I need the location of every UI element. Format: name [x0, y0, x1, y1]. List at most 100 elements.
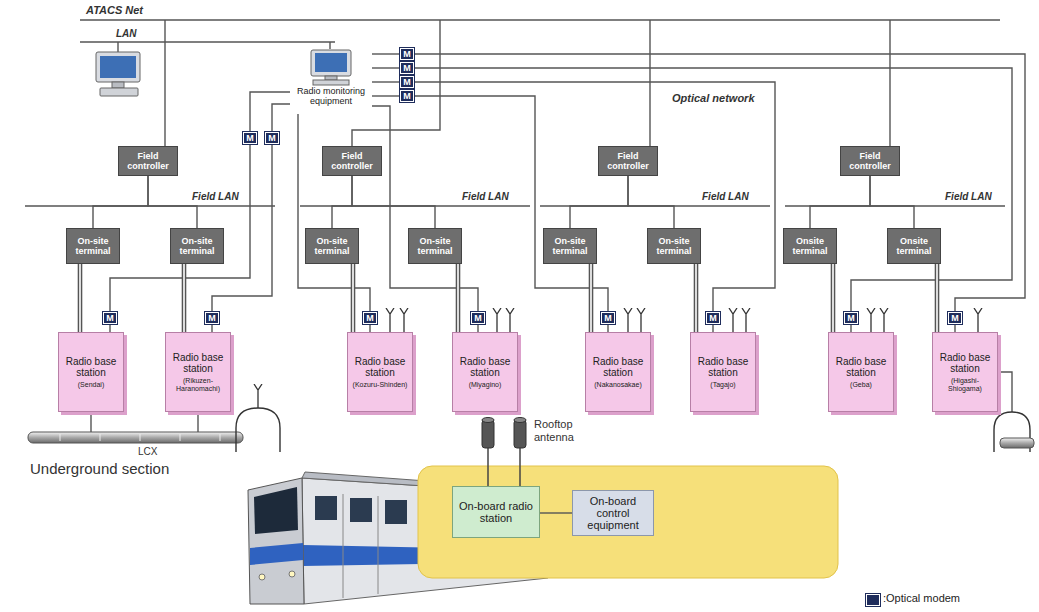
field-controller: Field controller [322, 146, 382, 176]
optical-modem: M [400, 48, 414, 60]
onsite-terminal: On-site terminal [543, 228, 597, 264]
optical-line [954, 324, 955, 332]
double-line [456, 264, 461, 332]
keyboard [313, 80, 349, 85]
node-label: M [366, 313, 374, 323]
optical-line [109, 324, 110, 332]
field-lan-line [148, 176, 197, 228]
diagram-label: LAN [116, 28, 137, 40]
double-line-core [79, 264, 81, 332]
node-label: On-site terminal [173, 236, 221, 256]
node-label: Field controller [325, 151, 379, 171]
onsite-terminal: Onsite terminal [783, 228, 837, 264]
diagram-label: Field LAN [192, 191, 239, 203]
optical-line [607, 324, 608, 332]
field-lan-line [93, 176, 148, 228]
station-name: (Kozuru-Shinden) [353, 381, 408, 389]
station-name: (Higashi-Shiogama) [936, 377, 994, 393]
optical-line [372, 67, 400, 68]
optical-line [372, 81, 400, 82]
optical-line [414, 54, 1025, 312]
onboard-control-box: On-board control equipment [572, 490, 654, 536]
rooftop-antenna [482, 418, 526, 487]
onsite-terminal: On-site terminal [408, 228, 462, 264]
double-line [694, 264, 699, 332]
diagram-label: Field LAN [462, 191, 509, 203]
onsite-terminal: On-site terminal [647, 228, 701, 264]
node-label: M [403, 77, 411, 87]
double-line-core [936, 264, 938, 332]
optical-line [712, 324, 713, 332]
node-label: Radio base station [832, 356, 890, 378]
atacs-bus [80, 19, 1000, 21]
double-line-core [352, 264, 354, 332]
optical-modem: M [471, 312, 485, 324]
node-label: M [709, 313, 717, 323]
node-label: Field controller [601, 151, 655, 171]
optical-line [372, 106, 478, 312]
diagram-label: Field LAN [945, 191, 992, 203]
node-label: Onsite terminal [890, 236, 938, 256]
monitoring-equipment: Radio monitoring equipment [290, 48, 372, 114]
onboard-panel [418, 466, 838, 578]
field-lan-line [570, 176, 628, 228]
diagram-label: ATACS Net [86, 4, 143, 17]
station-name: (Sendai) [78, 381, 104, 389]
station-name: (Nakanosakae) [594, 381, 641, 389]
node-label: Radio base station [169, 352, 227, 374]
node-label: On-site terminal [650, 236, 698, 256]
optical-line [850, 324, 851, 332]
double-line [182, 264, 187, 332]
optical-modem: M [205, 312, 219, 324]
optical-line [414, 82, 775, 312]
optical-modem: M [400, 90, 414, 102]
double-line-core [590, 264, 592, 332]
node-label: Radio base station [936, 352, 994, 374]
double-line [831, 264, 836, 332]
node-label: M [403, 63, 411, 73]
node-label: Radio base station [694, 356, 752, 378]
node-label: Onsite terminal [786, 236, 834, 256]
optical-modem: M [601, 312, 615, 324]
radio-base-station: Radio base station(Nakanosakae) [585, 332, 651, 412]
field-lan-line [628, 176, 674, 228]
optical-modem: M [243, 132, 257, 144]
double-line-core [695, 264, 697, 332]
field-controller: Field controller [118, 146, 178, 176]
radio-base-station: Radio base station (Miyagino) [452, 332, 518, 412]
node-label: M [474, 313, 482, 323]
node-label: Radio monitoring equipment [290, 86, 372, 106]
optical-line [298, 114, 370, 312]
node-label: M [268, 133, 276, 143]
optical-line [372, 53, 400, 54]
field-lan-line [810, 176, 870, 228]
screen [315, 53, 347, 72]
onboard-radio-station: On-board radio station [452, 486, 540, 538]
diagram-label: Optical network [672, 92, 755, 105]
legend-swatch [866, 594, 880, 606]
optical-modem: M [363, 312, 377, 324]
diagram-label: Rooftop antenna [534, 418, 598, 444]
node-label: On-site terminal [546, 236, 594, 256]
double-line [78, 264, 83, 332]
double-line-core [183, 264, 185, 332]
station-name: (Miyagino) [469, 381, 502, 389]
node-label: Radio base station [456, 356, 514, 378]
radio-base-station: Radio base station(Sendai) [58, 332, 124, 412]
optical-line [369, 324, 370, 332]
node-label: On-board radio station [457, 500, 535, 524]
optical-line [110, 144, 250, 312]
radio-base-station: Radio base station (Higashi-Shiogama) [932, 332, 998, 412]
onsite-terminal: On-site terminal [170, 228, 224, 264]
node-label: On-site terminal [411, 236, 459, 256]
optical-line [414, 96, 608, 312]
diagram-label: Underground section [30, 460, 169, 477]
optical-line [211, 324, 212, 332]
node-label: On-board control equipment [577, 495, 649, 531]
optical-modem: M [400, 62, 414, 74]
field-lan-line [352, 176, 435, 228]
radio-base-station: Radio base station(Geba) [828, 332, 894, 412]
lan-drop [117, 42, 118, 52]
optical-modem: M [706, 312, 720, 324]
node-label: M [246, 133, 254, 143]
